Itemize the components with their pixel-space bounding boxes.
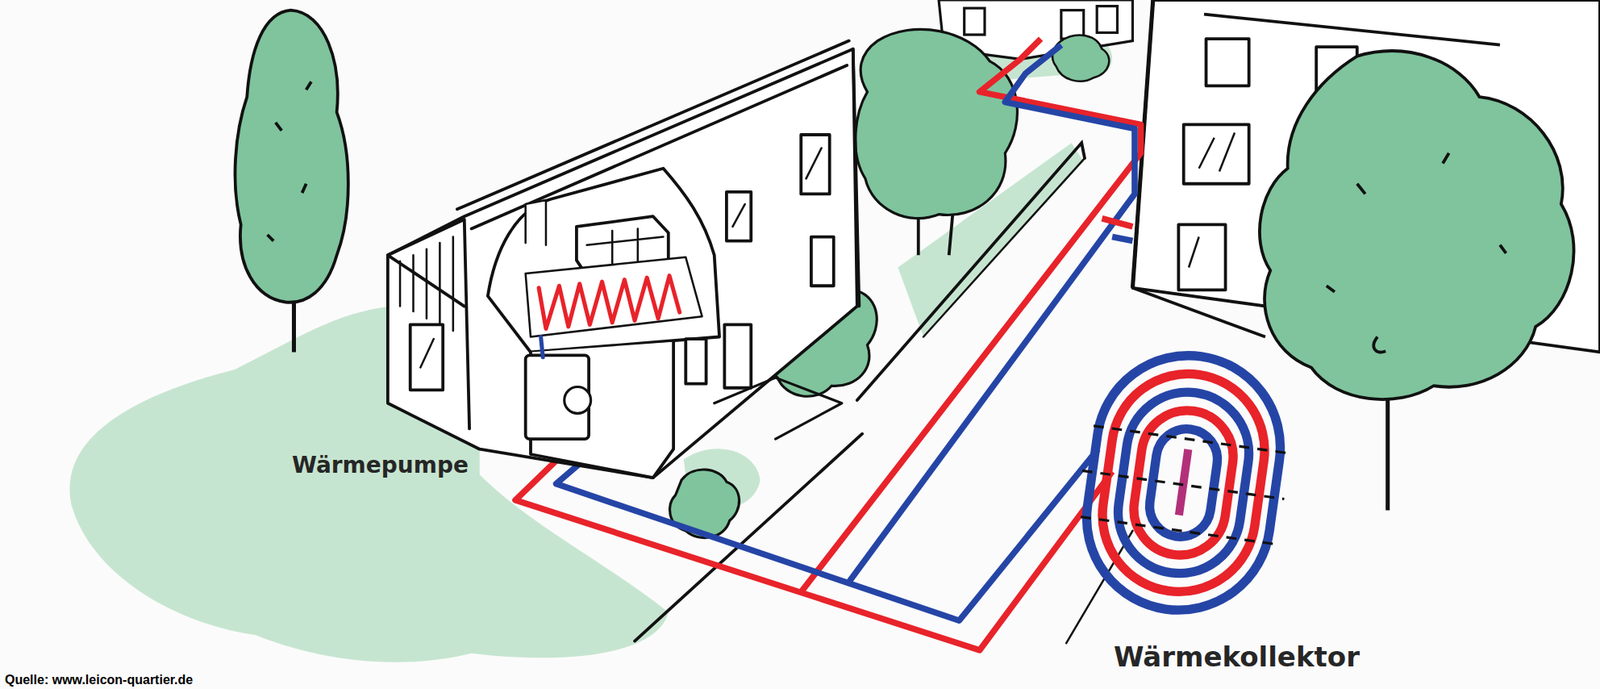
deciduous-tree — [1259, 50, 1575, 400]
door — [724, 324, 751, 388]
coil-center — [1179, 449, 1188, 515]
bush — [1052, 35, 1109, 82]
cypress-tree — [235, 10, 349, 303]
window-glint — [420, 147, 821, 367]
balcony-railing — [400, 237, 454, 331]
coil-loop — [1092, 363, 1275, 602]
lawn-shade — [69, 306, 668, 663]
window — [685, 338, 706, 384]
ground-shade — [69, 20, 1113, 662]
window-glint — [1188, 132, 1235, 267]
ground-line — [714, 377, 842, 439]
tree-trunk — [291, 295, 296, 353]
return-pipe — [541, 337, 544, 358]
house-cutaway — [387, 41, 860, 478]
window — [1206, 38, 1250, 86]
tree-leaf-mark — [267, 81, 312, 241]
coil-loop — [1075, 343, 1293, 622]
tree-leaf-mark — [1326, 153, 1507, 353]
coil-loop — [1128, 404, 1240, 562]
ground-line — [1132, 287, 1265, 338]
return-pipe — [1112, 237, 1133, 242]
heat-collector-coil — [1064, 341, 1303, 623]
window — [964, 8, 985, 35]
supply-pipe — [1101, 218, 1133, 227]
tree-trunk — [1385, 387, 1390, 511]
window — [800, 134, 830, 194]
floor-heating — [538, 275, 680, 330]
door — [410, 324, 443, 390]
window — [525, 200, 546, 246]
window — [1178, 224, 1225, 290]
upper-room — [487, 168, 720, 353]
window — [811, 237, 834, 287]
component-label: Wärmepumpe — [291, 453, 469, 479]
window — [1183, 124, 1250, 184]
coil-loop — [1110, 383, 1258, 581]
house-edge — [387, 219, 470, 429]
deciduous-tree — [855, 29, 1018, 218]
floor — [525, 257, 703, 338]
component-label: Wärmekollektor — [1113, 641, 1360, 672]
collector-dashes — [1075, 425, 1291, 545]
heat-pump-fan — [564, 387, 592, 414]
house-body — [387, 49, 858, 478]
window — [1096, 6, 1117, 34]
source-note: Quelle: www.leicon-quartier.de — [4, 672, 193, 688]
